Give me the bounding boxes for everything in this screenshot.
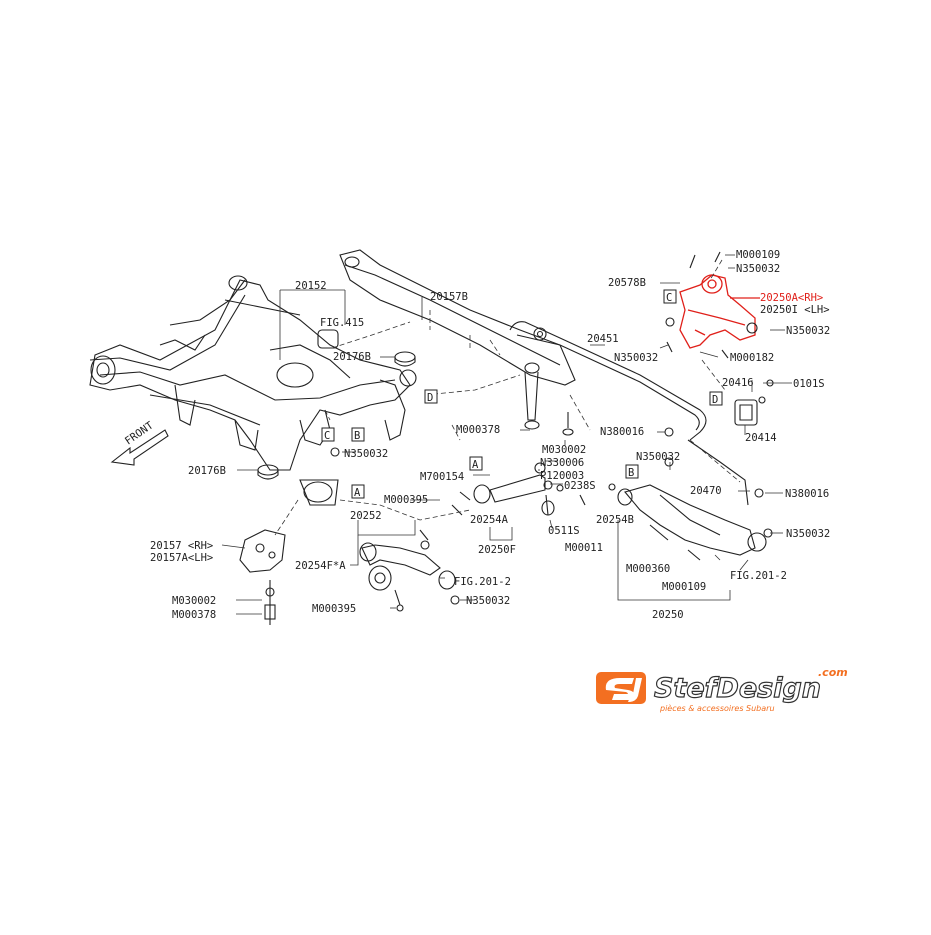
label-n380016-c: N380016 xyxy=(785,488,829,500)
label-20578b: 20578B xyxy=(608,277,646,289)
link-20252 xyxy=(359,529,460,612)
callout-box-a2 xyxy=(469,456,483,471)
logo-tld: .com xyxy=(818,666,848,679)
label-n380016-a: N380016 xyxy=(600,426,644,438)
upper-arm-20250a xyxy=(665,251,760,349)
label-20451: 20451 xyxy=(587,333,619,345)
callout-box-b1 xyxy=(351,427,365,442)
callout-b1: B xyxy=(354,430,360,442)
label-n350032-right: N350032 xyxy=(786,528,830,540)
callout-c2: C xyxy=(666,292,672,304)
callout-b2: B xyxy=(628,467,634,479)
dashed-lines xyxy=(274,259,741,536)
part-labels: 20152 FIG.415 20176B 20157B 20451 M00037… xyxy=(150,249,830,621)
callout-box-d2 xyxy=(709,391,723,406)
label-20252: 20252 xyxy=(350,510,382,522)
label-fig415: FIG.415 xyxy=(320,317,364,329)
label-20254a: 20254A xyxy=(470,514,509,526)
mount-20176b xyxy=(257,351,416,480)
label-p120003: P120003 xyxy=(540,470,584,482)
mount-bracket-20157 xyxy=(239,529,286,625)
stabilizer-20451 xyxy=(509,321,749,506)
callout-box-c1 xyxy=(321,427,335,442)
label-20250: 20250 xyxy=(652,609,684,621)
label-m000182: M000182 xyxy=(730,352,774,364)
label-m000109-bot: M000109 xyxy=(662,581,706,593)
label-20250a-rh: 20250A<RH> xyxy=(760,292,823,304)
label-m700154: M700154 xyxy=(420,471,464,483)
label-m030002-mid: M030002 xyxy=(542,444,586,456)
label-20250f: 20250F xyxy=(478,544,516,556)
lower-arm-20250 xyxy=(608,483,773,561)
label-m030002-left: M030002 xyxy=(172,595,216,607)
label-m000378-left: M000378 xyxy=(172,609,216,621)
logo-tagline: pièces & accessoires Subaru xyxy=(659,703,775,713)
label-20176b-top: 20176B xyxy=(333,351,371,363)
callout-d1: D xyxy=(427,392,433,404)
label-20157b: 20157B xyxy=(430,291,468,303)
logo-brand: StefDesign xyxy=(654,673,821,704)
callout-c1: C xyxy=(324,430,330,442)
callout-box-b2 xyxy=(625,464,639,479)
label-n350032-top: N350032 xyxy=(736,263,780,275)
callout-box-d1 xyxy=(424,389,438,404)
callout-boxes: D B C A A B C D xyxy=(321,289,723,499)
callout-a2: A xyxy=(472,459,479,471)
label-0238s: 0238S xyxy=(564,480,596,492)
rear-subframe xyxy=(89,275,417,506)
label-20250i-lh: 20250I <LH> xyxy=(760,304,830,316)
label-n350032-mid: N350032 xyxy=(466,595,510,607)
callout-d2: D xyxy=(712,394,718,406)
label-fig201-right: FIG.201-2 xyxy=(730,570,787,582)
label-n350032-arm: N350032 xyxy=(786,325,830,337)
front-arrow: FRONT xyxy=(110,419,169,466)
callout-box-a1 xyxy=(351,484,365,499)
label-m000109-top: M000109 xyxy=(736,249,780,261)
label-20254b: 20254B xyxy=(596,514,634,526)
label-20152: 20152 xyxy=(295,280,327,292)
leader-lines xyxy=(221,254,792,615)
label-20176b-low: 20176B xyxy=(188,465,226,477)
stefdesign-logo: StefDesign .com pièces & accessoires Sub… xyxy=(596,666,848,713)
label-m000360: M000360 xyxy=(626,563,670,575)
label-0101s: 0101S xyxy=(793,378,825,390)
label-fig201-left: FIG.201-2 xyxy=(454,576,511,588)
label-n350032-frame: N350032 xyxy=(344,448,388,460)
crossmember-20157b xyxy=(339,249,576,436)
label-n350032-b: N350032 xyxy=(636,451,680,463)
callout-box-c2 xyxy=(663,289,677,304)
label-m000378-mid: M000378 xyxy=(456,424,500,436)
label-20254fa: 20254F*A xyxy=(295,560,346,572)
label-20470: 20470 xyxy=(690,485,722,497)
label-20157a-lh: 20157A<LH> xyxy=(150,552,213,564)
label-m000395-bot: M000395 xyxy=(312,603,356,615)
front-label: FRONT xyxy=(123,419,156,447)
callout-a1: A xyxy=(354,487,361,499)
label-m00011: M00011 xyxy=(565,542,603,554)
label-20416: 20416 xyxy=(722,377,754,389)
label-n350032-c: N350032 xyxy=(614,352,658,364)
label-20157-rh: 20157 <RH> xyxy=(150,540,213,552)
bracket-20416 xyxy=(734,396,766,426)
label-n330006: N330006 xyxy=(540,457,584,469)
link-20250f xyxy=(451,462,555,516)
label-0511s: 0511S xyxy=(548,525,580,537)
label-20414: 20414 xyxy=(745,432,777,444)
fasteners xyxy=(330,341,774,506)
label-m000395-top: M000395 xyxy=(384,494,428,506)
